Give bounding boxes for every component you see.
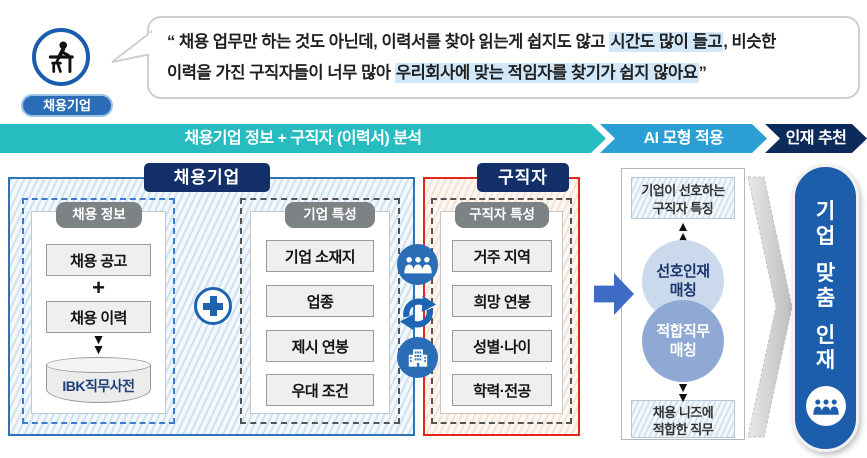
suitable-job-matching-circle: 적합직무 매칭 (642, 300, 724, 382)
people-icon (397, 244, 438, 285)
down-triangle: ▼ (676, 379, 690, 395)
banner-step-recommend: 인재 추천 (765, 124, 867, 153)
employer-persona (32, 28, 90, 86)
matched-job-line2: 적합한 직무 (652, 422, 714, 437)
speech-bubble-tail (111, 30, 152, 63)
jobseeker-traits-tab: 구직자 특성 (455, 202, 549, 228)
speech-line-2: 이력을 가진 구직자들이 너무 많아 우리회사에 맞는 적임자를 찾기가 쉽지 … (167, 58, 844, 89)
trait-gender-age: 성별·나이 (452, 330, 552, 362)
three-people-glyph (812, 399, 839, 415)
plus-vertical (209, 296, 217, 316)
result-char: 맞 (815, 262, 836, 285)
preferred-traits-line2: 구직자 특징 (652, 201, 714, 216)
three-people-glyph (403, 257, 432, 274)
trait-desired-salary: 희망 연봉 (452, 285, 552, 317)
talent-people-icon (805, 386, 846, 426)
result-char: 업 (815, 225, 836, 248)
employer-title: 채용기업 (144, 163, 270, 192)
recruit-info-dashed-box (22, 198, 175, 424)
up-triangle: ▲ (676, 218, 690, 234)
speech-line-1: “ 채용 업무만 하는 것도 아닌데, 이력서를 찾아 읽는게 쉽지도 않고 시… (167, 27, 844, 58)
banner-step-analysis: 채용기업 정보 + 구직자 (이력서) 분석 (0, 124, 606, 153)
speech-highlight: 우리회사에 맞는 적임자를 찾기가 쉽지 않아요 (394, 63, 699, 83)
match2-line2: 매칭 (669, 342, 697, 359)
building-icon (397, 337, 438, 378)
preferred-traits-box: 기업이 선호하는 구직자 특징 (631, 177, 735, 219)
speech-text: “ 채용 업무만 하는 것도 아닌데, 이력서를 찾아 읽는게 쉽지도 않고 (167, 33, 610, 51)
recruit-history-box: 채용 이력 (46, 301, 151, 333)
match1-line2: 매칭 (669, 282, 697, 299)
banner-step-ai-model: AI 모형 적용 (600, 124, 767, 153)
gray-chevron-arrow (747, 176, 793, 438)
company-traits-dashed-box (240, 198, 400, 424)
match1-line1: 선호인재 (656, 263, 710, 280)
trait-preferred-condition: 우대 조건 (266, 374, 374, 406)
recruit-posting-box: 채용 공고 (46, 244, 151, 276)
plus-circle-icon (194, 287, 232, 325)
speech-text: , 비슷한 (723, 33, 776, 51)
person-at-desk-icon (48, 41, 74, 73)
result-pill: 기 업 맞 춤 인 재 (792, 164, 859, 452)
double-down-arrow-icon: ▼ ▼ (46, 331, 151, 357)
speech-text: ” (698, 64, 707, 82)
job-dictionary-label: IBK직무사전 (62, 378, 135, 394)
refresh-icon (399, 294, 437, 332)
preferred-traits-line1: 기업이 선호하는 (641, 183, 725, 198)
trait-industry: 업종 (266, 285, 374, 317)
trait-company-location: 기업 소재지 (266, 240, 374, 272)
persona-badge: 채용기업 (21, 94, 113, 117)
cylinder-top (46, 357, 151, 373)
speech-bubble: “ 채용 업무만 하는 것도 아닌데, 이력서를 찾아 읽는게 쉽지도 않고 시… (147, 16, 860, 99)
down-triangle: ▼ (91, 331, 106, 347)
speech-text: 이력을 가진 구직자들이 너무 많아 (167, 64, 395, 82)
up-triangle: ▲ (676, 228, 690, 244)
building-glyph (408, 348, 427, 367)
trait-residence-area: 거주 지역 (452, 240, 552, 272)
match2-line1: 적합직무 (656, 323, 710, 340)
company-traits-tab: 기업 특성 (285, 202, 375, 228)
result-char: 재 (815, 349, 836, 372)
result-char: 인 (815, 324, 836, 347)
matched-job-box: 채용 니즈에 적합한 직무 (631, 400, 735, 438)
trait-offered-salary: 제시 연봉 (266, 330, 374, 362)
result-char: 춤 (815, 287, 836, 310)
down-triangle: ▼ (676, 389, 690, 405)
job-dictionary-database: IBK직무사전 (46, 357, 151, 403)
jobseeker-title: 구직자 (477, 163, 569, 192)
matched-job-line1: 채용 니즈에 (652, 405, 714, 420)
double-up-arrow-icon: ▲ ▲ (631, 218, 735, 244)
down-triangle: ▼ (91, 341, 106, 357)
double-down-arrow-icon: ▼ ▼ (631, 379, 735, 405)
trait-education-major: 학력·전공 (452, 374, 552, 406)
plus-operator: + (92, 275, 105, 300)
result-char: 기 (815, 200, 836, 223)
cycle-arrows-glyph (399, 295, 437, 331)
speech-highlight: 시간도 많이 들고 (609, 32, 724, 52)
recruit-info-tab: 채용 정보 (56, 202, 142, 228)
